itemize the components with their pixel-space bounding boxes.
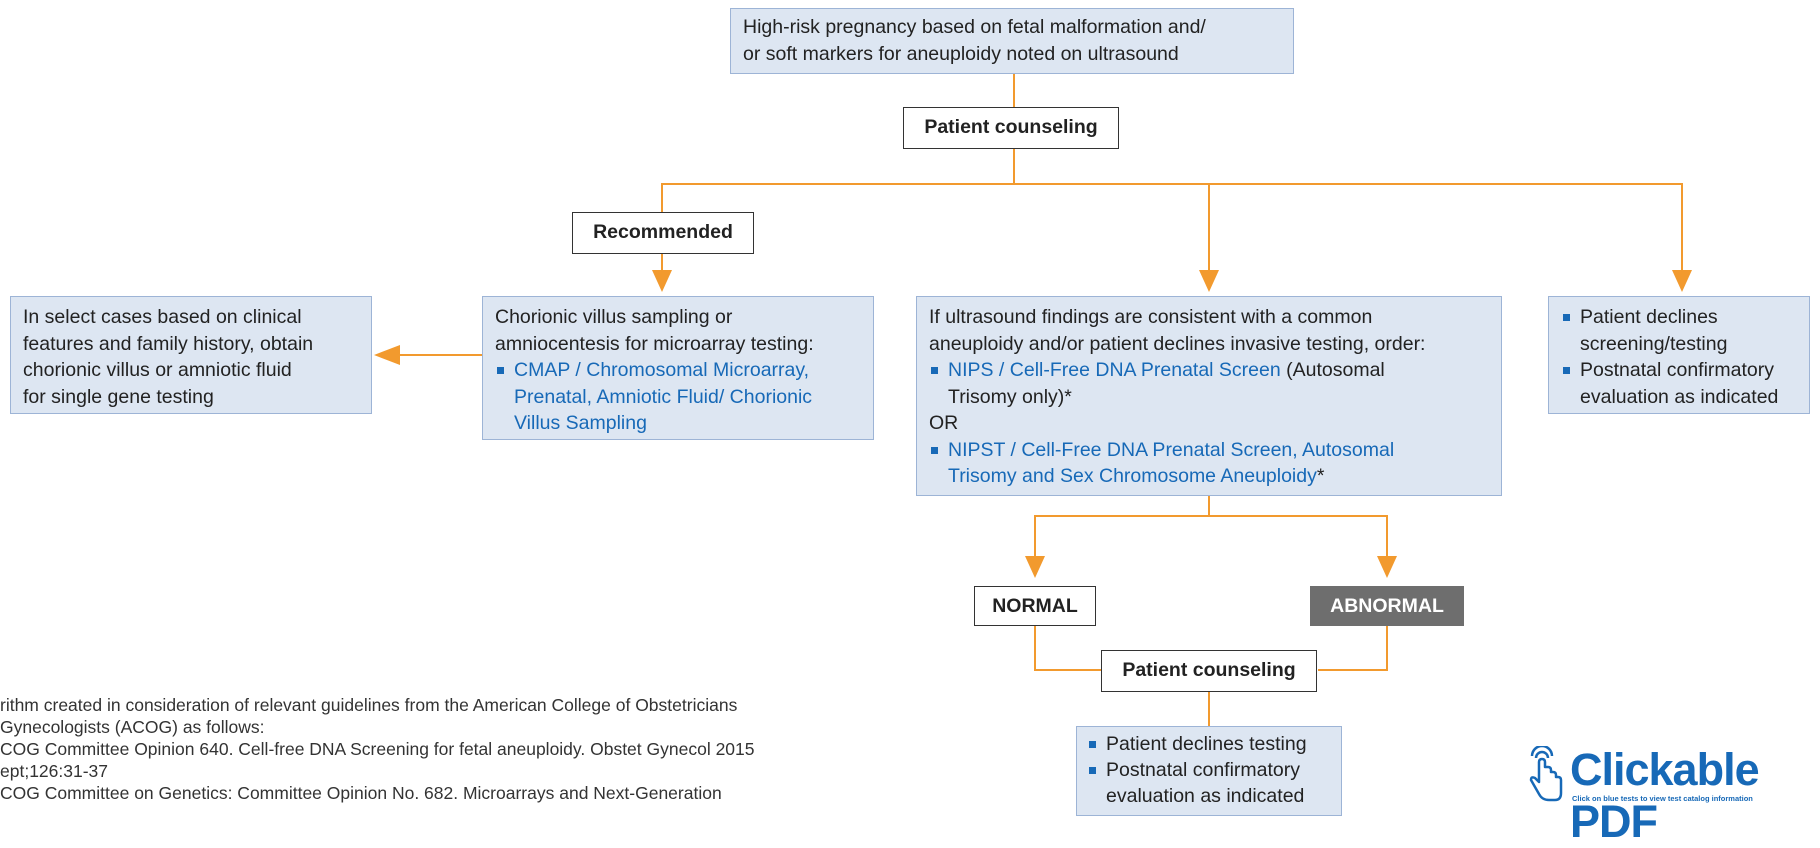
nips-test-link[interactable]: NIPS / Cell-Free DNA Prenatal Screen [948, 359, 1281, 381]
bullet-icon [1089, 741, 1096, 748]
cvs-intro-line-1: Chorionic villus sampling or [495, 306, 733, 328]
nips-box: If ultrasound findings are consistent wi… [916, 296, 1502, 496]
bullet-icon [497, 367, 504, 374]
select-cases-line-4: for single gene testing [23, 385, 214, 408]
hand-pointer-icon [1529, 746, 1563, 802]
cmap-list-item: CMAP / Chromosomal Microarray, Prenatal,… [495, 357, 861, 437]
nipst-line-2: Trisomy and Sex Chromosome Aneuploidy [948, 465, 1317, 487]
arrow-to-normal [1025, 556, 1045, 578]
declines-item-2: Postnatal confirmatory evaluation as indi… [1561, 357, 1797, 410]
footnote-line-4: ept;126:31-37 [0, 761, 109, 781]
nipst-asterisk: * [1316, 465, 1325, 487]
recommended-label: Recommended [572, 212, 754, 254]
footnote-line-5: COG Committee on Genetics: Committee Opi… [0, 783, 722, 803]
select-cases-line-1: In select cases based on clinical [23, 306, 302, 328]
patient-counseling-bottom-label: Patient counseling [1101, 650, 1317, 692]
cmap-test-link[interactable]: CMAP / Chromosomal Microarray, Prenatal,… [514, 357, 812, 437]
high-risk-pregnancy-box: High-risk pregnancy based on fetal malfo… [730, 8, 1294, 74]
patient-declines-box: Patient declines screening/testing Postna… [1548, 296, 1810, 414]
abnormal-label: ABNORMAL [1310, 586, 1464, 626]
nips-intro-line-1: If ultrasound findings are consistent wi… [929, 306, 1373, 328]
acog-footnote: rithm created in consideration of releva… [0, 694, 900, 804]
nips-item-rest: (Autosomal [1280, 359, 1385, 381]
arrow-to-cvs [652, 270, 672, 292]
or-text: OR [929, 412, 959, 434]
declines-item-2-line-2: evaluation as indicated [1580, 385, 1779, 408]
bottom-item-2-line-1: Postnatal confirmatory [1106, 759, 1301, 781]
bullet-icon [1563, 314, 1570, 321]
footnote-line-1: rithm created in consideration of releva… [0, 695, 738, 715]
declines-item-2-line-1: Postnatal confirmatory [1580, 359, 1775, 381]
cvs-microarray-box: Chorionic villus sampling or amniocentes… [482, 296, 874, 440]
footnote-line-2: Gynecologists (ACOG) as follows: [0, 717, 265, 737]
bottom-item-1: Patient declines testing [1087, 731, 1331, 757]
nips-list-item: NIPS / Cell-Free DNA Prenatal Screen (Au… [929, 357, 1489, 410]
bullet-icon [1563, 367, 1570, 374]
select-cases-line-3: chorionic villus or amniotic fluid [23, 359, 292, 381]
declines-item-1-line-2: screening/testing [1580, 332, 1728, 355]
clickable-pdf-logo: Clickable PDF Click on blue tests to vie… [1520, 744, 1820, 847]
top-box-line-1: High-risk pregnancy based on fetal malfo… [743, 16, 1206, 38]
select-cases-line-2: features and family history, obtain [23, 332, 314, 355]
arrow-to-declines [1672, 270, 1692, 292]
patient-counseling-top-label: Patient counseling [903, 107, 1119, 149]
arrow-to-abnormal [1377, 556, 1397, 578]
cvs-intro-line-2: amniocentesis for microarray testing: [495, 332, 814, 355]
bottom-item-1-text: Patient declines testing [1106, 733, 1307, 755]
select-cases-box: In select cases based on clinical featur… [10, 296, 372, 414]
nips-intro-line-2: aneuploidy and/or patient declines invas… [929, 332, 1426, 355]
declines-item-1: Patient declines screening/testing [1561, 304, 1797, 357]
logo-subtitle: Click on blue tests to view test catalog… [1572, 794, 1753, 803]
bottom-item-2: Postnatal confirmatory evaluation as indi… [1087, 757, 1331, 809]
arrow-to-select-cases [374, 345, 400, 365]
bullet-icon [1089, 767, 1096, 774]
cmap-link-line-3: Villus Sampling [514, 412, 647, 434]
bottom-declines-box: Patient declines testing Postnatal confi… [1076, 726, 1342, 816]
bullet-icon [931, 367, 938, 374]
top-box-line-2: or soft markers for aneuploidy noted on … [743, 42, 1179, 65]
normal-label: NORMAL [974, 586, 1096, 626]
declines-item-1-line-1: Patient declines [1580, 306, 1718, 328]
cmap-link-line-2: Prenatal, Amniotic Fluid/ Chorionic [514, 385, 813, 408]
nips-item-line-2: Trisomy only)* [948, 385, 1072, 408]
nipst-test-link[interactable]: NIPST / Cell-Free DNA Prenatal Screen, A… [948, 437, 1394, 490]
nipst-line-1: NIPST / Cell-Free DNA Prenatal Screen, A… [948, 438, 1395, 461]
nipst-list-item: NIPST / Cell-Free DNA Prenatal Screen, A… [929, 437, 1489, 490]
bottom-item-2-line-2: evaluation as indicated [1106, 785, 1305, 807]
bullet-icon [931, 446, 938, 454]
cmap-link-line-1: CMAP / Chromosomal Microarray, [514, 359, 810, 381]
footnote-line-3: COG Committee Opinion 640. Cell-free DNA… [0, 739, 755, 759]
arrow-to-nips [1199, 270, 1219, 292]
